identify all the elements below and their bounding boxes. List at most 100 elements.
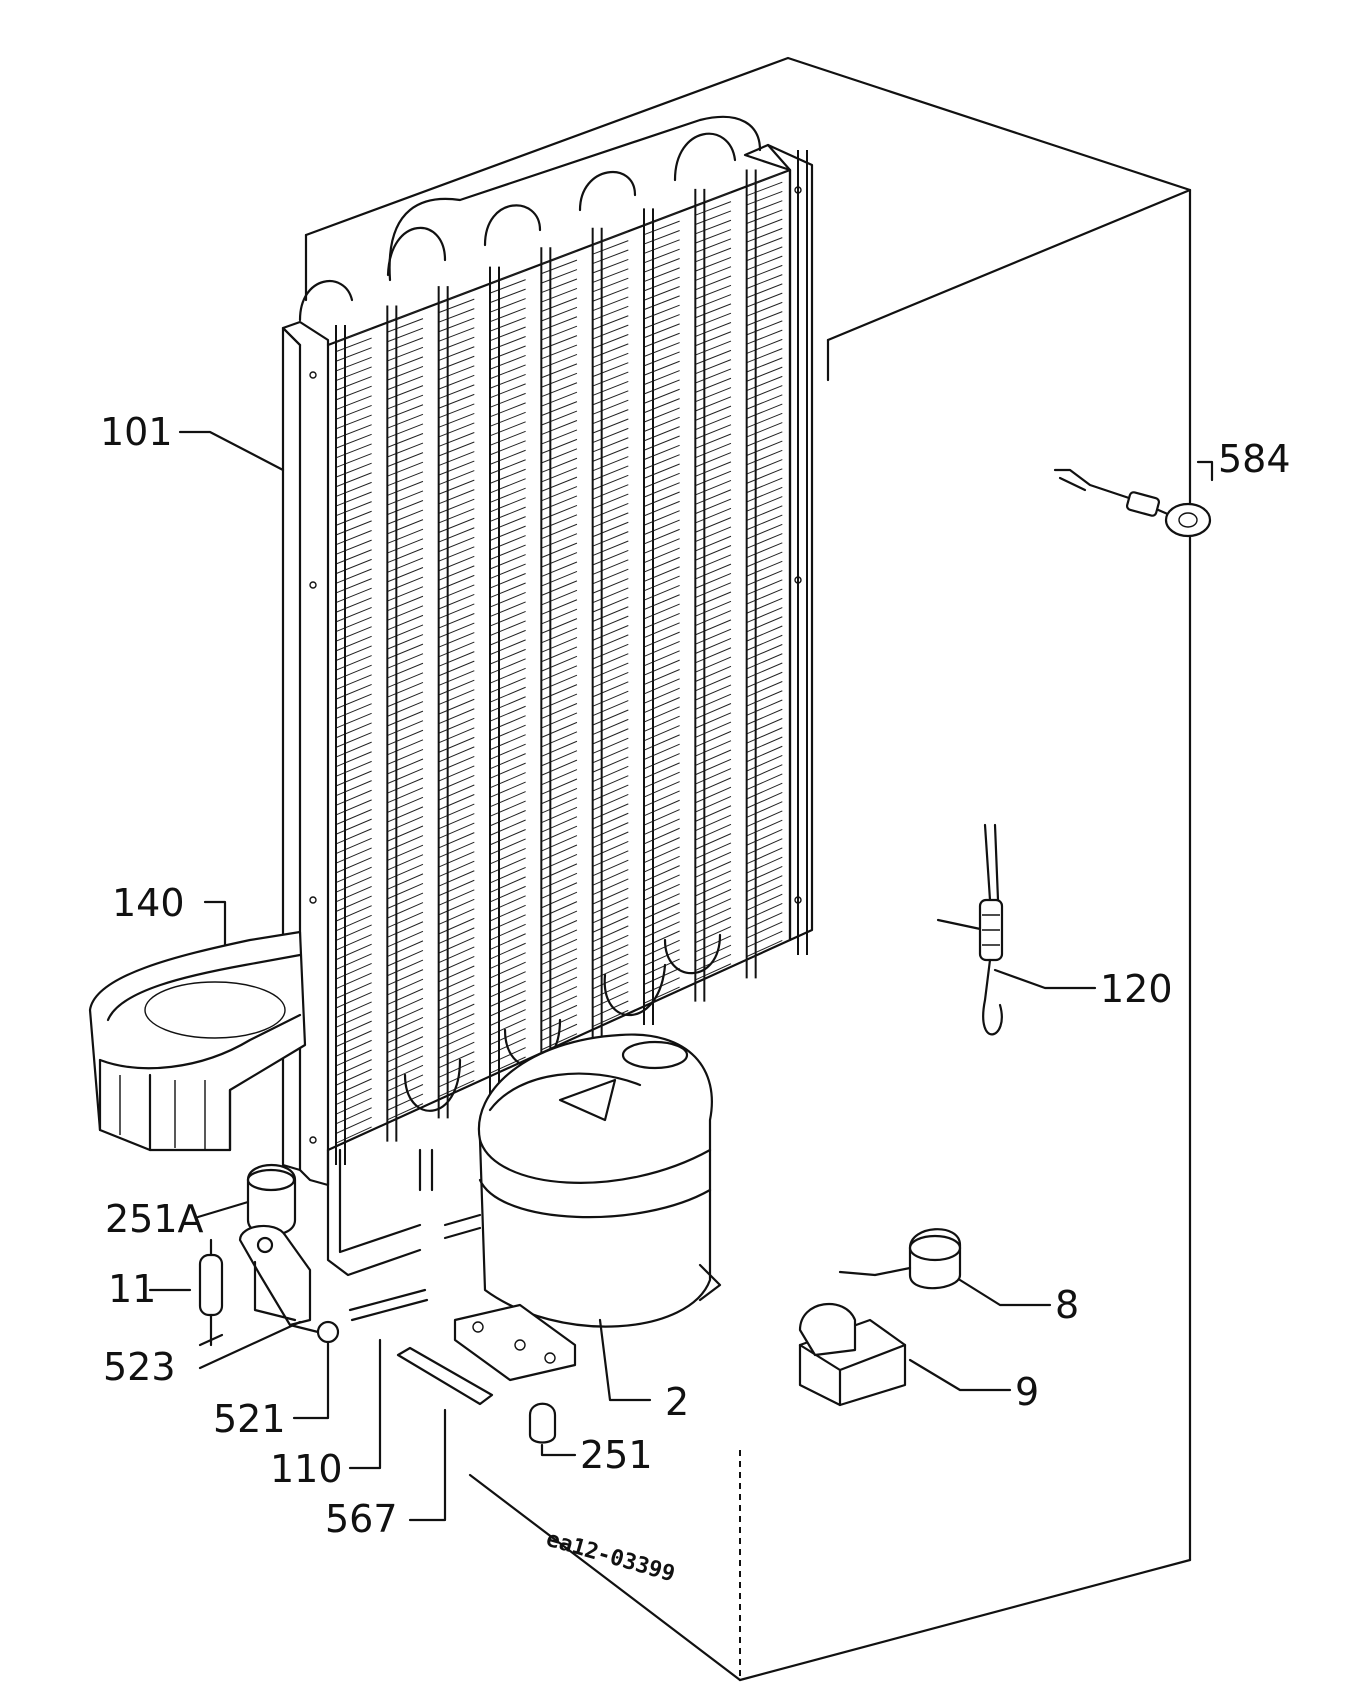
mesh-wire <box>746 200 783 215</box>
mesh-wire <box>592 362 629 378</box>
mesh-wire <box>335 934 372 951</box>
mesh-wire <box>643 398 680 414</box>
mesh-wire <box>540 438 578 455</box>
mesh-wire <box>643 883 680 901</box>
mesh-wire <box>489 658 526 675</box>
mesh-wire <box>592 662 629 679</box>
mesh-wire <box>643 360 680 376</box>
mesh-wire <box>438 641 475 658</box>
mesh-wire <box>746 597 783 614</box>
condenser-mesh <box>335 172 783 1144</box>
mesh-wire <box>386 882 424 900</box>
mesh-wire <box>540 712 578 729</box>
mesh-wire <box>643 454 680 470</box>
mesh-wire <box>694 944 732 962</box>
mesh-wire <box>489 506 526 523</box>
callout-521: 521 <box>213 1397 286 1441</box>
mesh-wire <box>540 287 578 303</box>
mesh-wire <box>489 307 526 323</box>
mesh-wire <box>438 603 475 620</box>
mesh-wire <box>540 693 578 710</box>
mesh-wire <box>643 958 680 976</box>
mesh-wire <box>592 718 629 736</box>
mesh-wire <box>694 201 732 216</box>
mesh-wire <box>540 910 578 928</box>
mesh-wire <box>694 712 732 729</box>
mesh-wire <box>386 528 424 545</box>
mesh-wire <box>643 640 680 658</box>
mesh-wire <box>489 971 526 989</box>
mesh-wire <box>386 1007 424 1025</box>
mesh-wire <box>489 876 526 894</box>
mesh-wire <box>489 373 526 389</box>
mesh-wire <box>335 1097 372 1115</box>
mesh-wire <box>335 991 372 1009</box>
mesh-wire <box>386 346 424 362</box>
mesh-wire <box>540 901 578 918</box>
mesh-wire <box>438 336 475 352</box>
mesh-wire <box>335 924 372 942</box>
mesh-wire <box>592 1009 629 1028</box>
mesh-wire <box>386 327 424 343</box>
mesh-wire <box>694 312 732 328</box>
callout-567: 567 <box>325 1497 398 1541</box>
mesh-wire <box>592 840 629 858</box>
mesh-wire <box>489 866 526 884</box>
mesh-wire <box>592 568 629 585</box>
mesh-wire <box>592 812 629 830</box>
mesh-wire <box>694 498 732 515</box>
mesh-wire <box>694 768 732 785</box>
mesh-wire <box>694 303 732 319</box>
mesh-wire <box>386 806 424 823</box>
mesh-wire <box>489 705 526 722</box>
mesh-wire <box>592 944 629 962</box>
mesh-wire <box>746 283 783 299</box>
mesh-wire <box>438 736 475 753</box>
mesh-wire <box>540 938 578 956</box>
mesh-wire <box>540 306 578 322</box>
mesh-wire <box>746 375 783 392</box>
mesh-wire <box>438 1041 475 1059</box>
mesh-wire <box>643 762 680 779</box>
mesh-wire <box>386 538 424 554</box>
mesh-wire <box>643 407 680 423</box>
mesh-wire <box>694 526 732 543</box>
mesh-wire <box>694 489 732 505</box>
mesh-wire <box>540 674 578 691</box>
mesh-wire <box>335 1030 372 1048</box>
mesh-wire <box>438 441 475 457</box>
mesh-wire <box>694 703 732 720</box>
mesh-wire <box>540 269 578 284</box>
mesh-wire <box>438 412 475 428</box>
mesh-wire <box>489 686 526 703</box>
mesh-wire <box>643 276 680 292</box>
mesh-wire <box>592 465 629 481</box>
callout-523: 523 <box>103 1345 176 1389</box>
mesh-wire <box>540 769 578 786</box>
mesh-wire <box>335 328 372 343</box>
mesh-wire <box>643 930 680 948</box>
mesh-wire <box>438 584 475 601</box>
mesh-wire <box>489 781 526 798</box>
mesh-wire <box>540 353 578 369</box>
mesh-wire <box>592 390 629 406</box>
mesh-wire <box>386 433 424 448</box>
mesh-wire <box>643 584 680 601</box>
mesh-wire <box>335 943 372 961</box>
mesh-wire <box>643 846 680 864</box>
mesh-wire <box>694 247 732 263</box>
mesh-wire <box>746 912 783 930</box>
mesh-wire <box>386 921 424 938</box>
mesh-wire <box>643 809 680 826</box>
mesh-wire <box>335 1011 372 1028</box>
mesh-wire <box>694 572 732 589</box>
mesh-wire <box>746 218 783 234</box>
mesh-wire <box>746 718 783 735</box>
mesh-wire <box>694 888 732 906</box>
door-switch <box>1053 468 1212 538</box>
mesh-wire <box>643 510 680 526</box>
mesh-wire <box>746 486 783 503</box>
mesh-wire <box>592 775 629 792</box>
mesh-wire <box>746 819 783 837</box>
bracket-valve <box>238 1224 340 1344</box>
